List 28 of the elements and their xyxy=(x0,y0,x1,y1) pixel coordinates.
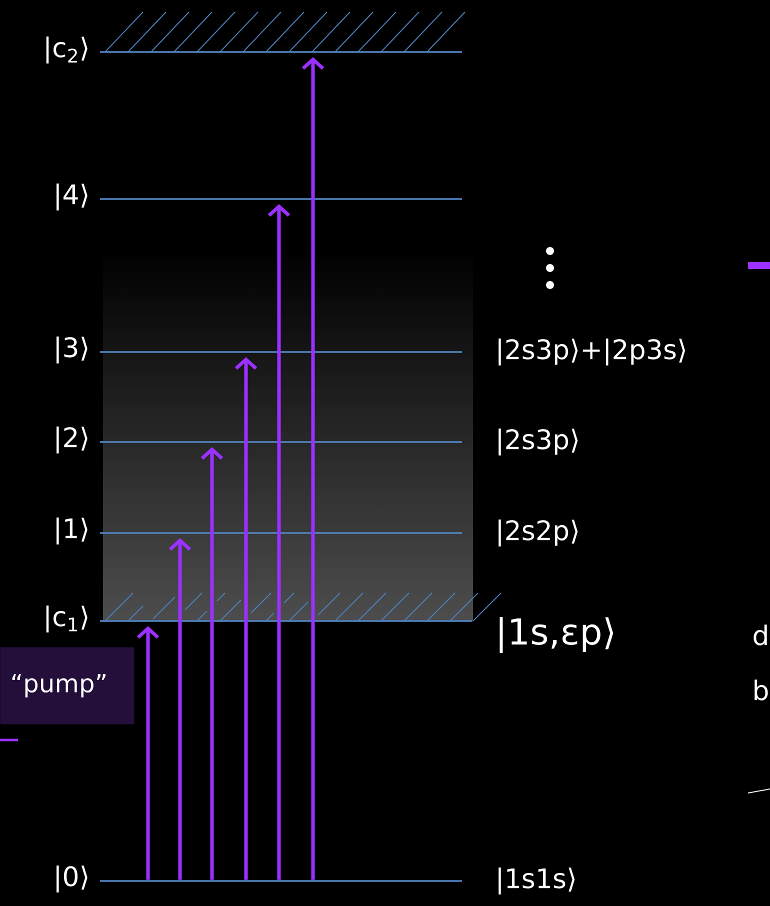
state-label: |1⟩ xyxy=(56,518,88,544)
energy-level-line xyxy=(100,441,462,443)
state-label: |1s1s⟩ xyxy=(498,868,575,894)
state-label: |c$_{1}$⟩ xyxy=(46,606,88,632)
energy-level-line xyxy=(100,532,462,534)
state-label: |4⟩ xyxy=(56,184,88,210)
arrow xyxy=(168,538,192,880)
energy-level-line xyxy=(100,51,462,53)
arrow xyxy=(234,357,258,880)
text-fragment: b xyxy=(754,680,768,700)
state-label: |2s2p⟩ xyxy=(498,520,578,546)
state-label: |0⟩ xyxy=(56,866,88,892)
energy-level-line xyxy=(100,351,462,353)
arrow xyxy=(136,626,160,880)
state-label: |3⟩ xyxy=(56,336,88,364)
state-label: |c$_{2}$⟩ xyxy=(46,36,88,64)
state-label: |2s3p⟩ xyxy=(498,428,578,456)
text-fragment: d xyxy=(754,624,767,646)
state-label: |2s3p⟩+|2p3s⟩ xyxy=(498,338,686,366)
state-label: |1s,εp⟩ xyxy=(500,617,614,653)
pump-box: “pump” xyxy=(0,647,134,724)
arrow xyxy=(302,57,324,880)
state-label: |2⟩ xyxy=(56,426,88,454)
energy-level-line xyxy=(100,880,462,882)
energy-level-line xyxy=(100,198,462,200)
arrow xyxy=(268,204,290,880)
energy-level-line xyxy=(100,620,472,622)
arrow xyxy=(200,447,224,880)
